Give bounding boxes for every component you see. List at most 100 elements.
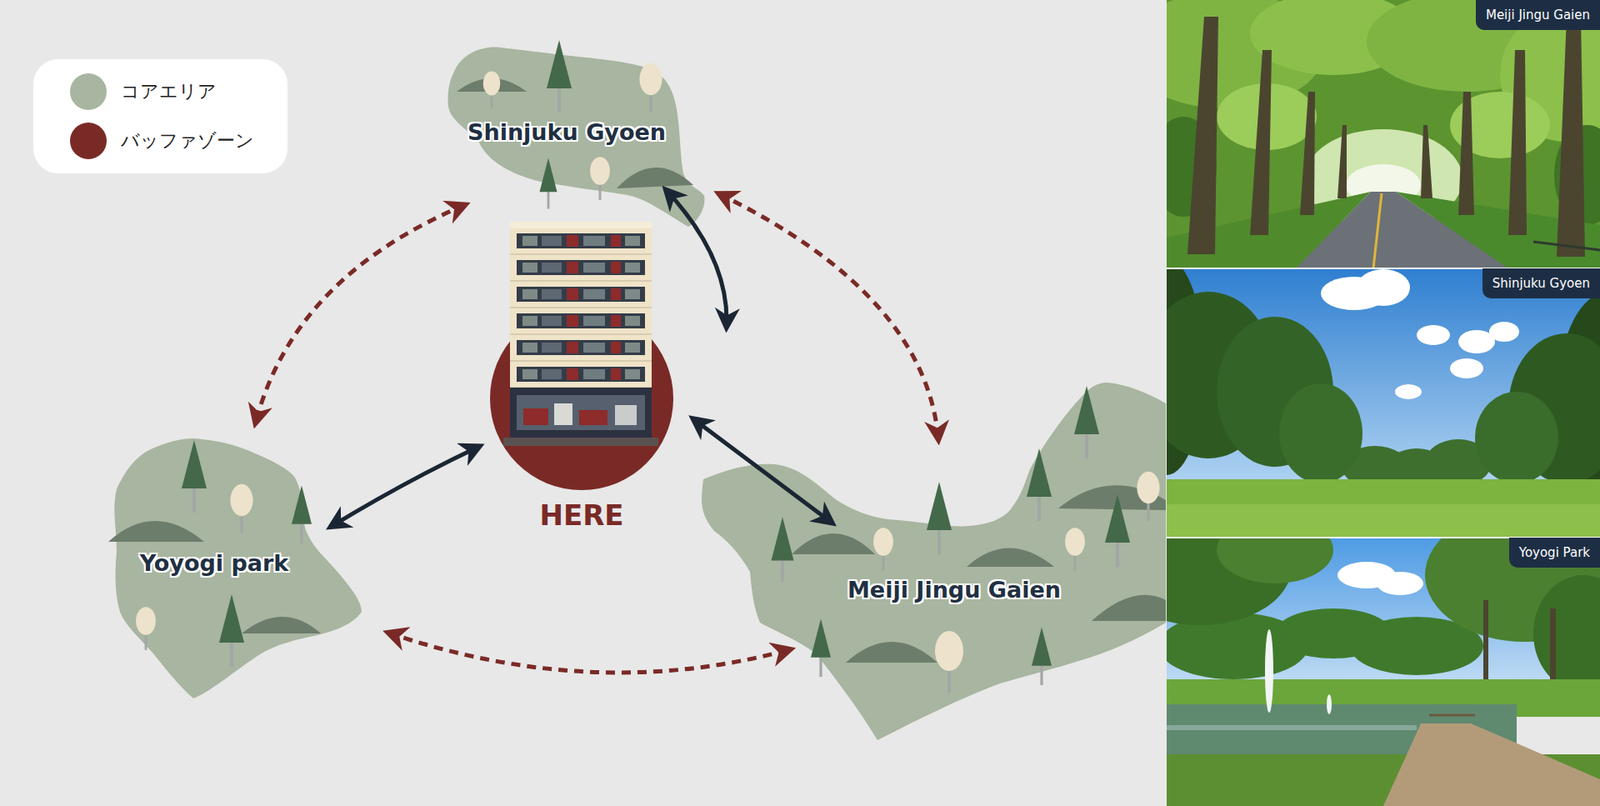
access-arrow <box>666 190 727 327</box>
park-trees <box>1065 527 1085 571</box>
photo-illustration <box>1250 50 1272 235</box>
photo-illustration <box>1129 258 1600 538</box>
photo-illustration <box>1125 0 1600 269</box>
region-outline <box>114 438 362 699</box>
photo-illustration <box>1383 723 1600 806</box>
building-illustration <box>510 221 652 229</box>
photo-illustration <box>1420 125 1433 199</box>
photo-illustration <box>1279 383 1363 484</box>
building-illustration <box>510 286 652 309</box>
building-illustration <box>510 233 652 255</box>
photo-illustration <box>1356 269 1410 306</box>
legend-swatch <box>70 73 107 110</box>
park-trees <box>810 618 831 677</box>
park-trees <box>873 527 894 571</box>
park-trees <box>616 167 694 189</box>
building-illustration <box>510 313 652 335</box>
access-arrow <box>330 446 479 527</box>
park-trees <box>483 71 500 109</box>
park-trees <box>1031 626 1052 685</box>
photo-caption: Meiji Jingu Gaien <box>1475 0 1600 30</box>
building-illustration <box>523 408 549 425</box>
photo-illustration <box>1489 321 1520 342</box>
park-trees <box>230 484 253 534</box>
photo-illustration <box>1326 694 1332 715</box>
park-trees <box>590 156 610 200</box>
legend-swatch <box>70 122 107 160</box>
park-trees <box>1136 471 1160 521</box>
photo-illustration <box>1533 241 1600 250</box>
photo-illustration <box>1416 325 1450 345</box>
photo-illustration <box>1508 50 1527 235</box>
legend-row: バッファゾーン <box>70 122 255 160</box>
photo-illustration <box>1450 358 1484 379</box>
location-label: HERE <box>539 498 624 533</box>
access-arrow <box>693 419 832 523</box>
photo-illustration <box>1395 384 1422 400</box>
photo-illustration <box>1475 391 1559 484</box>
building-illustration <box>503 437 659 446</box>
building-illustration <box>510 260 652 282</box>
photo-illustration <box>1108 0 1600 806</box>
photo-caption: Shinjuku Gyoen <box>1482 268 1600 299</box>
legend-box: コアエリアバッファゾーン <box>33 59 288 174</box>
park-trees <box>639 63 662 113</box>
region-outline <box>701 382 1166 740</box>
park-trees <box>1091 595 1166 621</box>
building-illustration <box>554 403 573 425</box>
region-outline <box>447 47 705 227</box>
photo-illustration <box>1166 267 1600 270</box>
buffer-link-arrow <box>388 632 790 673</box>
photo-illustration <box>1337 125 1347 199</box>
building-illustration <box>510 387 652 438</box>
legend-text: バッファゾーン <box>120 128 255 154</box>
park-trees <box>935 630 964 693</box>
photo-illustration <box>1533 575 1600 692</box>
photo-illustration <box>1166 536 1600 539</box>
park-trees <box>241 616 321 634</box>
park-trees <box>771 516 795 582</box>
legend-text: コアエリア <box>120 79 217 105</box>
buffer-link-arrow <box>719 194 939 440</box>
photo-illustration <box>1166 504 1600 538</box>
photo-illustration <box>1216 516 1334 584</box>
photo-illustration <box>1429 714 1475 717</box>
buffer-link-arrow <box>255 205 465 423</box>
park-trees <box>1074 385 1100 459</box>
park-name: Shinjuku Gyoen <box>467 119 666 146</box>
park-trees <box>108 520 205 542</box>
park-trees <box>181 440 207 513</box>
photo-illustration <box>1166 479 1600 538</box>
building-illustration <box>579 410 608 425</box>
photo-illustration <box>1108 508 1600 806</box>
photo-illustration <box>1458 91 1475 215</box>
marker-circle <box>490 306 674 490</box>
park-name: Yoyogi park <box>140 550 290 577</box>
park-trees <box>966 548 1055 568</box>
photo-illustration <box>1295 191 1509 269</box>
park-trees <box>1105 494 1130 567</box>
photo-illustration <box>1187 16 1219 255</box>
photo-caption: Yoyogi Park <box>1509 537 1600 568</box>
park-trees <box>540 158 558 210</box>
photo-illustration <box>1373 193 1382 269</box>
building-illustration <box>615 405 637 425</box>
park-trees <box>291 485 312 544</box>
park-trees <box>135 606 156 650</box>
photo-illustration <box>1300 91 1315 215</box>
park-region: Shinjuku Gyoen <box>446 45 705 231</box>
photo-illustration <box>1166 725 1417 730</box>
park-trees <box>926 481 952 555</box>
building-illustration <box>510 225 652 388</box>
building-illustration <box>510 340 652 362</box>
photo-illustration <box>1376 571 1424 595</box>
photo-illustration <box>1265 629 1274 713</box>
building-illustration <box>503 221 659 446</box>
park-name: Meiji Jingu Gaien <box>847 576 1061 604</box>
photo-illustration <box>1483 600 1489 692</box>
park-trees <box>845 641 938 663</box>
park-trees <box>791 533 875 555</box>
legend-row: コアエリア <box>70 73 255 110</box>
park-trees <box>1026 448 1052 521</box>
